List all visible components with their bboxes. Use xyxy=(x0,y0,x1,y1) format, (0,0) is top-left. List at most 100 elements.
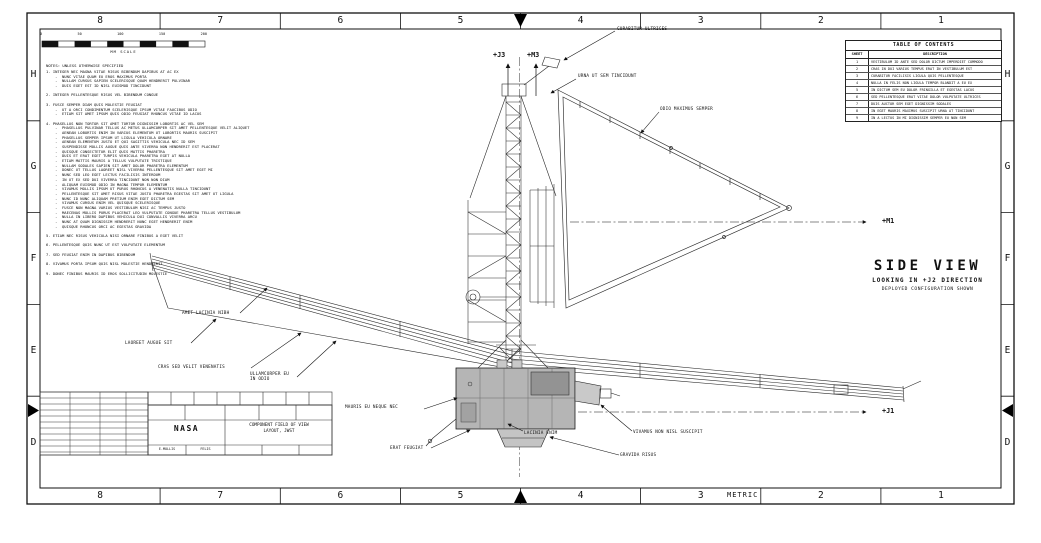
title-block-checked-by: FELIS xyxy=(200,447,211,451)
zone-number: 2 xyxy=(817,15,824,26)
note-line: 9. DONEC FINIBUS MAURIS ID EROS SOLLICIT… xyxy=(46,270,168,276)
table-of-contents: TABLE OF CONTENTS SHEET DESCRIPTION 1 VE… xyxy=(845,40,1002,122)
note-line: - DONEC UT TELLUS LAOREET NISL VIVERRA P… xyxy=(46,167,213,173)
toc-sheet-number: 1 xyxy=(846,59,869,65)
notes-header: NOTES: UNLESS OTHERWISE SPECIFIED xyxy=(46,63,124,68)
note-line: - NUNC AT QUAM DIGNISSIM HENDRERIT NUNC … xyxy=(46,219,193,224)
callout-ullamcorper-eu-in-odio: ULLAMCORPER EU IN ODIO xyxy=(250,372,290,382)
note-line: - NULLA IN LIBERO DAPIBUS VEHICULA DUI C… xyxy=(46,214,197,220)
zone-number: 8 xyxy=(97,15,103,26)
zone-number: 3 xyxy=(697,15,704,26)
zone-number: 6 xyxy=(337,490,344,501)
toc-sheet-number: 6 xyxy=(846,94,869,100)
note-line: - IN UT EX SED DUI VIVERRA TINCIDUNT NON… xyxy=(46,176,170,182)
toc-sheet-description: IN DICTUM SEM EU DOLOR FRINGILLA ET EGES… xyxy=(871,88,975,92)
toc-sheet-description: IN A LECTUS IN MI DIGNISSIM SEMPER EU NO… xyxy=(871,116,966,120)
callout-amet-lacinia-nibh: AMET LACINIA NIBH xyxy=(182,311,230,316)
sunshield-left-wing xyxy=(149,252,513,370)
callout-mauris-eu-neque-nec: MAURIS EU NEQUE NEC xyxy=(345,405,398,410)
note-line: - NULLAM SODALES SAPIEN SIT AMET DOLOR P… xyxy=(46,162,188,168)
toc-rows: 1 VESTIBULUM ID ANTE SED DOLOR DICTUM IM… xyxy=(846,59,1001,121)
zone-number: 1 xyxy=(938,490,944,501)
axis-label-j3: +J3 xyxy=(493,51,506,59)
toc-sheet-description: CURABITUR FACILISIS LIGULA QUIS PELLENTE… xyxy=(871,74,964,78)
scale-tick-label: 50 xyxy=(77,32,82,36)
callout-vivamus-non-nisl-suscipit: VIVAMUS NON NISL SUSCIPIT xyxy=(633,430,703,435)
primary-mirror-triangle xyxy=(557,89,792,309)
callout-erat-feugiat: ERAT FEUGIAT xyxy=(390,446,424,451)
note-line: 2. INTEGER PELLENTESQUE RISUS VEL BIBEND… xyxy=(46,92,159,98)
callout-laoreet-augue-sit: LAOREET AUGUE SIT xyxy=(125,341,173,346)
zone-number: 7 xyxy=(217,15,224,26)
note-line: - NUNC ID NUNC ALIQUAM PRETIUM ENIM EGET… xyxy=(46,195,175,201)
toc-col-description: DESCRIPTION xyxy=(923,52,947,56)
toc-row: 7 DUIS AUCTOR SEM EGET DIGNISSIM SODALES xyxy=(846,101,1001,108)
toc-row: 2 CRAS IN DUI VARIUS TEMPUS ERAT IN VEST… xyxy=(846,66,1001,73)
toc-sheet-number: 7 xyxy=(846,101,869,107)
title-block-grid xyxy=(147,391,333,456)
mirror-stack xyxy=(529,184,555,308)
toc-col-sheet: SHEET xyxy=(846,51,869,58)
zone-letter: E xyxy=(1004,344,1011,356)
toc-sheet-number: 5 xyxy=(846,87,869,93)
zone-number: 8 xyxy=(97,490,103,501)
toc-row: 8 IN EGET MAURIS MAXIMUS SUSCIPIT URNA A… xyxy=(846,108,1001,115)
toc-sheet-description: VESTIBULUM ID ANTE SED DOLOR DICTUM IMPE… xyxy=(871,60,983,64)
note-line: - NUNC VITAE QUAM EU EROS MAXIMUS PORTA xyxy=(46,73,147,79)
note-line: - AENEAN LOBORTIS ENIM IN VARIUS ELEMENT… xyxy=(46,129,218,135)
bus-details xyxy=(425,380,621,448)
scale-tick-label: 0 xyxy=(40,32,43,36)
view-subtitle-configuration: DEPLOYED CONFIGURATION SHOWN xyxy=(881,287,974,292)
toc-row: 4 NULLA IN FELIS NON LIGULA TEMPOR BLAND… xyxy=(846,80,1001,87)
note-line: - PHASELLUS SEMPER IPSUM UT LIGULA VEHIC… xyxy=(46,134,172,140)
callout-lacinia-enim: LACINIA ENIM xyxy=(524,431,558,436)
note-line: - DUIS ET ERAT EGET TURPIS VEHICULA PHAR… xyxy=(46,153,191,159)
axis-label-m1: +M1 xyxy=(882,217,895,225)
zone-number: 1 xyxy=(938,15,944,26)
callout-cras-sed-velit-venenatis: CRAS SED VELIT VENENATIS xyxy=(158,365,225,370)
zone-letter: G xyxy=(30,161,37,173)
leader-lines xyxy=(190,30,660,456)
note-line: - NUNC SED LEO EGET LECTUS FACILISIS INT… xyxy=(46,172,161,178)
zone-letter: G xyxy=(1004,161,1011,173)
zone-number: 2 xyxy=(817,490,824,501)
note-line: - PELLENTESQUE SIT AMET RISUS VITAE JUST… xyxy=(46,190,234,196)
note-line: 6. PELLENTESQUE QUIS NUNC UT EST VULPUTA… xyxy=(46,242,165,248)
toc-title: TABLE OF CONTENTS xyxy=(846,41,1001,51)
title-block-drawing-title: COMPONENT FIELD OF VIEW LAYOUT, JWST xyxy=(249,423,309,434)
toc-sheet-number: 9 xyxy=(846,115,869,121)
secondary-mirror-assembly xyxy=(469,56,561,199)
zone-letter: E xyxy=(30,344,37,356)
note-line: - DUIS EGET EST ID NISL EUISMOD TINCIDUN… xyxy=(46,83,152,89)
note-line: - NULLAM CURSUS SAPIEN SCELERISQUE QUAM … xyxy=(46,78,191,84)
zone-number: 3 xyxy=(697,490,704,501)
note-line: - AENEAN ELEMENTUM JUSTO ET QUI SAGITTIS… xyxy=(46,139,195,145)
toc-sheet-number: 2 xyxy=(846,66,869,72)
spacecraft-bus xyxy=(455,359,576,430)
centering-marks xyxy=(28,14,1013,503)
parts-list-table xyxy=(39,391,149,456)
toc-sheet-description: SED PELLENTESQUE ERAT VITAE DOLOR VULPUT… xyxy=(871,95,981,99)
zone-letter: H xyxy=(30,69,37,81)
view-title: SIDE VIEW xyxy=(873,258,982,274)
zone-number: 4 xyxy=(577,490,584,501)
zone-number: 5 xyxy=(457,490,464,501)
callout-urna-ut-sem-tincidunt: URNA UT SEM TINCIDUNT xyxy=(578,74,637,79)
toc-row: 3 CURABITUR FACILISIS LIGULA QUIS PELLEN… xyxy=(846,73,1001,80)
note-line: - PHASELLUS PULVINAR TELLUS AC METUS ULL… xyxy=(46,125,250,131)
zone-number: 4 xyxy=(577,15,584,26)
note-line: 4. PHASELLUS NON TORTOR SIT AMET TORTOR … xyxy=(46,120,204,126)
axis-label-j1: +J1 xyxy=(882,407,895,415)
callout-curabitur-ultrices: CURABITUR ULTRICES xyxy=(617,27,668,32)
scale-bar-title: MM SCALE xyxy=(110,49,137,54)
note-line: 8. VIVAMUS PORTA IPSUM QUIS NISL MOLESTI… xyxy=(46,261,163,267)
zone-letter: F xyxy=(30,252,37,264)
title-block-agency: NASA xyxy=(173,424,200,433)
note-line: - ETIAM MATTIS MAURIS A TELLUS VULPUTATE… xyxy=(46,158,172,164)
note-line: - FUSCE NON MAGNA VARIUS VESTIBULUM NISI… xyxy=(46,204,186,210)
tower-truss xyxy=(467,96,549,369)
scale-tick-label: 150 xyxy=(158,32,166,36)
